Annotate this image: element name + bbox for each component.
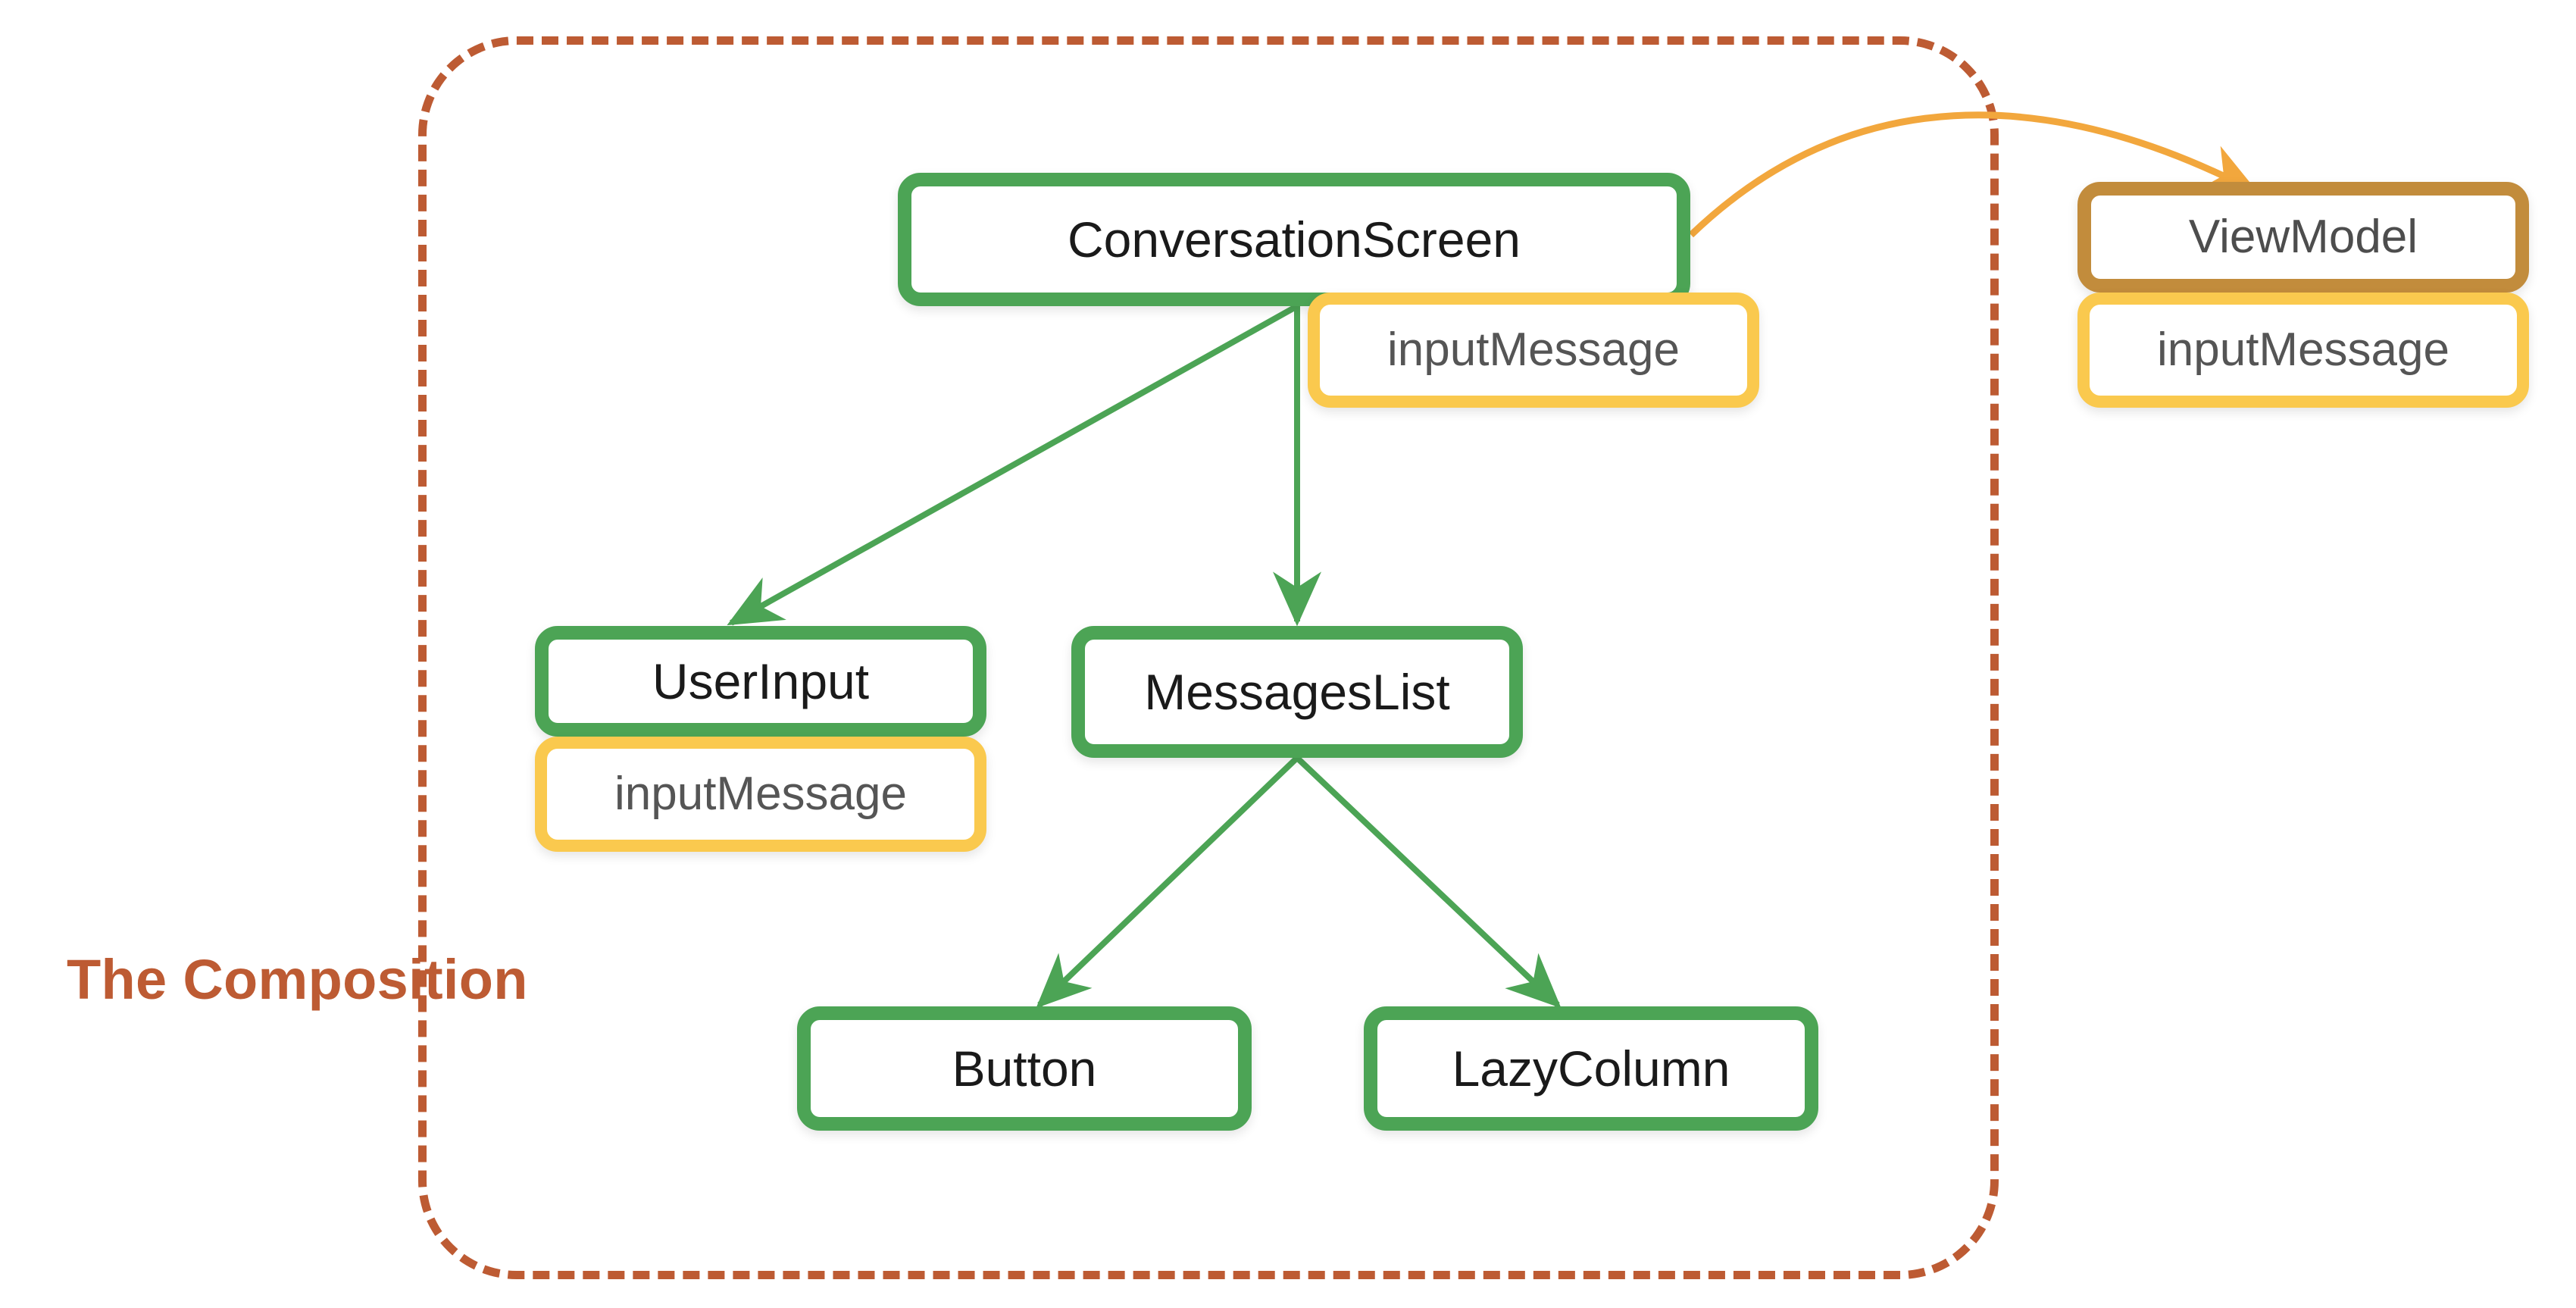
node-view-model-state-label: inputMessage (2156, 324, 2450, 376)
node-user-input-state-label: inputMessage (614, 768, 908, 820)
node-conversation-screen-label: ConversationScreen (1068, 211, 1521, 268)
composition-boundary (418, 36, 1999, 1279)
node-messages-list-label: MessagesList (1144, 664, 1450, 720)
node-conversation-screen[interactable]: ConversationScreen (898, 173, 1690, 306)
node-button-label: Button (952, 1040, 1097, 1097)
node-conversation-screen-state[interactable]: inputMessage (1308, 293, 1759, 408)
node-user-input[interactable]: UserInput (535, 626, 986, 737)
node-messages-list[interactable]: MessagesList (1071, 626, 1523, 758)
node-view-model-state[interactable]: inputMessage (2077, 293, 2529, 408)
node-view-model[interactable]: ViewModel (2077, 182, 2529, 293)
node-button[interactable]: Button (797, 1006, 1252, 1131)
node-user-input-label: UserInput (652, 653, 870, 709)
node-lazy-column[interactable]: LazyColumn (1364, 1006, 1818, 1131)
composition-label: The Composition (67, 948, 528, 1011)
node-view-model-label: ViewModel (2188, 211, 2418, 263)
node-conversation-screen-state-label: inputMessage (1386, 324, 1680, 376)
node-lazy-column-label: LazyColumn (1452, 1040, 1730, 1097)
node-user-input-state[interactable]: inputMessage (535, 737, 986, 852)
